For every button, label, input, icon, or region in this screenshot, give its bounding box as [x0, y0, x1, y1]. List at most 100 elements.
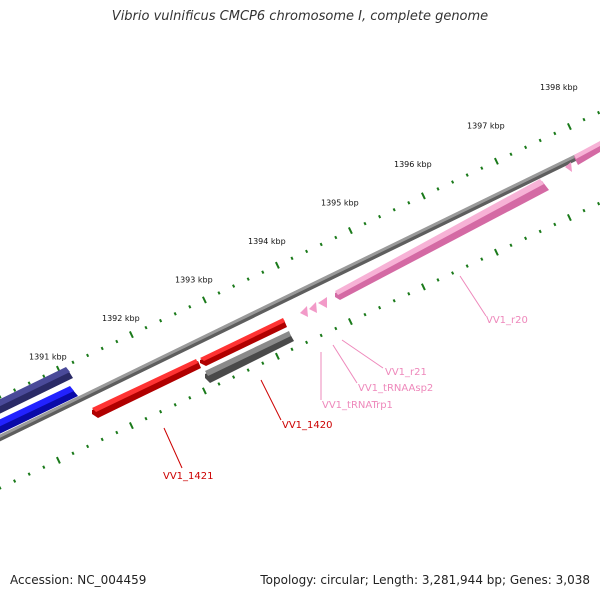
- outer-minor-tick: [0, 395, 2, 399]
- outer-minor-tick: [465, 173, 469, 177]
- inner-minor-tick: [436, 278, 440, 282]
- outer-minor-tick: [305, 249, 309, 254]
- inner-major-tick: [274, 352, 280, 360]
- inner-minor-tick: [392, 298, 396, 303]
- backbone-shadow: [0, 145, 600, 442]
- tick-label-1394kbp: 1394 kbp: [248, 237, 286, 246]
- outer-minor-tick: [407, 201, 411, 205]
- inner-minor-tick: [538, 229, 542, 234]
- outer-major-tick: [274, 261, 280, 269]
- callout-line-VV1_tRNAAsp2: [332, 344, 358, 384]
- outer-minor-tick: [232, 284, 236, 288]
- inner-minor-tick: [451, 271, 455, 275]
- outer-minor-tick: [100, 346, 104, 351]
- callout-line-VV1_1421: [163, 427, 183, 469]
- inner-minor-tick: [27, 472, 31, 476]
- inner-minor-tick: [319, 333, 323, 338]
- tick-label-group: 1391 kbp 1392 kbp 1393 kbp 1394 kbp 1395 kbp…: [29, 83, 578, 362]
- inner-minor-tick: [217, 382, 221, 386]
- inner-major-tick: [493, 248, 499, 256]
- inner-major-tick: [201, 387, 207, 395]
- tick-label-1395kbp: 1395 kbp: [321, 199, 359, 208]
- inner-major-tick: [566, 213, 572, 222]
- outer-major-tick: [347, 226, 353, 235]
- outer-minor-tick: [363, 221, 367, 226]
- inner-minor-tick: [115, 430, 119, 435]
- inner-minor-tick: [144, 416, 148, 421]
- inner-minor-tick: [363, 312, 367, 317]
- outer-minor-tick: [392, 207, 396, 212]
- outer-minor-tick: [173, 311, 177, 316]
- trna-small-2[interactable]: [309, 302, 317, 313]
- outer-minor-tick: [13, 388, 17, 392]
- label-VV1_1421[interactable]: VV1_1421: [163, 471, 214, 482]
- label-VV1_tRNAAsp2[interactable]: VV1_tRNAAsp2: [358, 383, 433, 394]
- inner-minor-tick: [0, 486, 2, 490]
- outer-minor-tick: [115, 339, 119, 344]
- inner-minor-tick: [553, 222, 557, 227]
- inner-minor-tick: [86, 444, 90, 449]
- inner-tick-track: [0, 201, 600, 490]
- gene-VV1_1421[interactable]: [92, 359, 201, 418]
- inner-minor-tick: [71, 451, 75, 456]
- label-VV1_tRNATrp1[interactable]: VV1_tRNATrp1: [322, 400, 393, 411]
- gene-blue-left[interactable]: [0, 386, 78, 436]
- outer-major-tick: [201, 296, 207, 304]
- outer-major-tick: [420, 192, 426, 200]
- outer-minor-tick: [159, 318, 163, 323]
- outer-minor-tick: [451, 180, 455, 184]
- inner-major-tick: [55, 456, 61, 464]
- inner-minor-tick: [173, 402, 177, 407]
- rrna-right-edge[interactable]: [574, 141, 600, 165]
- rrna-VV1_r20[interactable]: [335, 179, 549, 300]
- callout-line-VV1_1420: [260, 379, 282, 421]
- map-title: Vibrio vulnificus CMCP6 chromosome I, co…: [111, 9, 489, 24]
- inner-minor-tick: [509, 243, 513, 248]
- outer-minor-tick: [188, 305, 192, 309]
- inner-minor-tick: [597, 201, 600, 206]
- tick-label-1396kbp: 1396 kbp: [394, 160, 432, 169]
- tick-label-1398kbp: 1398 kbp: [540, 83, 578, 92]
- outer-minor-tick: [553, 131, 557, 136]
- outer-minor-tick: [217, 291, 221, 295]
- callout-line-VV1_r21: [341, 339, 384, 369]
- tick-label-1391kbp: 1391 kbp: [29, 353, 67, 362]
- outer-minor-tick: [480, 166, 484, 170]
- outer-minor-tick: [334, 235, 338, 240]
- trna-small-3[interactable]: [318, 297, 327, 308]
- outer-minor-tick: [597, 110, 600, 115]
- inner-major-tick: [347, 317, 353, 326]
- cds-gray[interactable]: [205, 331, 294, 383]
- genome-summary-text: Topology: circular; Length: 3,281,944 bp…: [260, 573, 590, 587]
- inner-minor-tick: [582, 208, 586, 213]
- outer-minor-tick: [246, 277, 250, 281]
- outer-minor-tick: [582, 117, 586, 122]
- trna-small-1[interactable]: [300, 306, 308, 317]
- tick-label-1392kbp: 1392 kbp: [102, 314, 140, 323]
- inner-minor-tick: [100, 437, 104, 442]
- outer-minor-tick: [290, 256, 294, 261]
- outer-minor-tick: [509, 152, 513, 157]
- outer-minor-tick: [524, 145, 528, 150]
- outer-minor-tick: [86, 353, 90, 358]
- gene-navy-left[interactable]: [0, 367, 73, 416]
- tick-label-1393kbp: 1393 kbp: [175, 276, 213, 285]
- callout-line-VV1_r20: [459, 275, 487, 317]
- outer-major-tick: [493, 157, 499, 165]
- label-VV1_1420[interactable]: VV1_1420: [282, 420, 333, 431]
- gene-VV1_1420[interactable]: [200, 318, 287, 366]
- inner-major-tick: [420, 283, 426, 291]
- outer-minor-tick: [42, 374, 46, 378]
- label-VV1_r20[interactable]: VV1_r20: [486, 315, 528, 326]
- outer-minor-tick: [436, 187, 440, 191]
- tick-label-1397kbp: 1397 kbp: [467, 122, 505, 131]
- inner-minor-tick: [188, 396, 192, 400]
- trna-small-4[interactable]: [565, 162, 572, 172]
- inner-minor-tick: [480, 257, 484, 261]
- inner-minor-tick: [232, 375, 236, 379]
- inner-minor-tick: [465, 264, 469, 268]
- genome-backbone: [0, 142, 600, 438]
- label-VV1_r21[interactable]: VV1_r21: [385, 367, 427, 378]
- inner-minor-tick: [261, 361, 265, 365]
